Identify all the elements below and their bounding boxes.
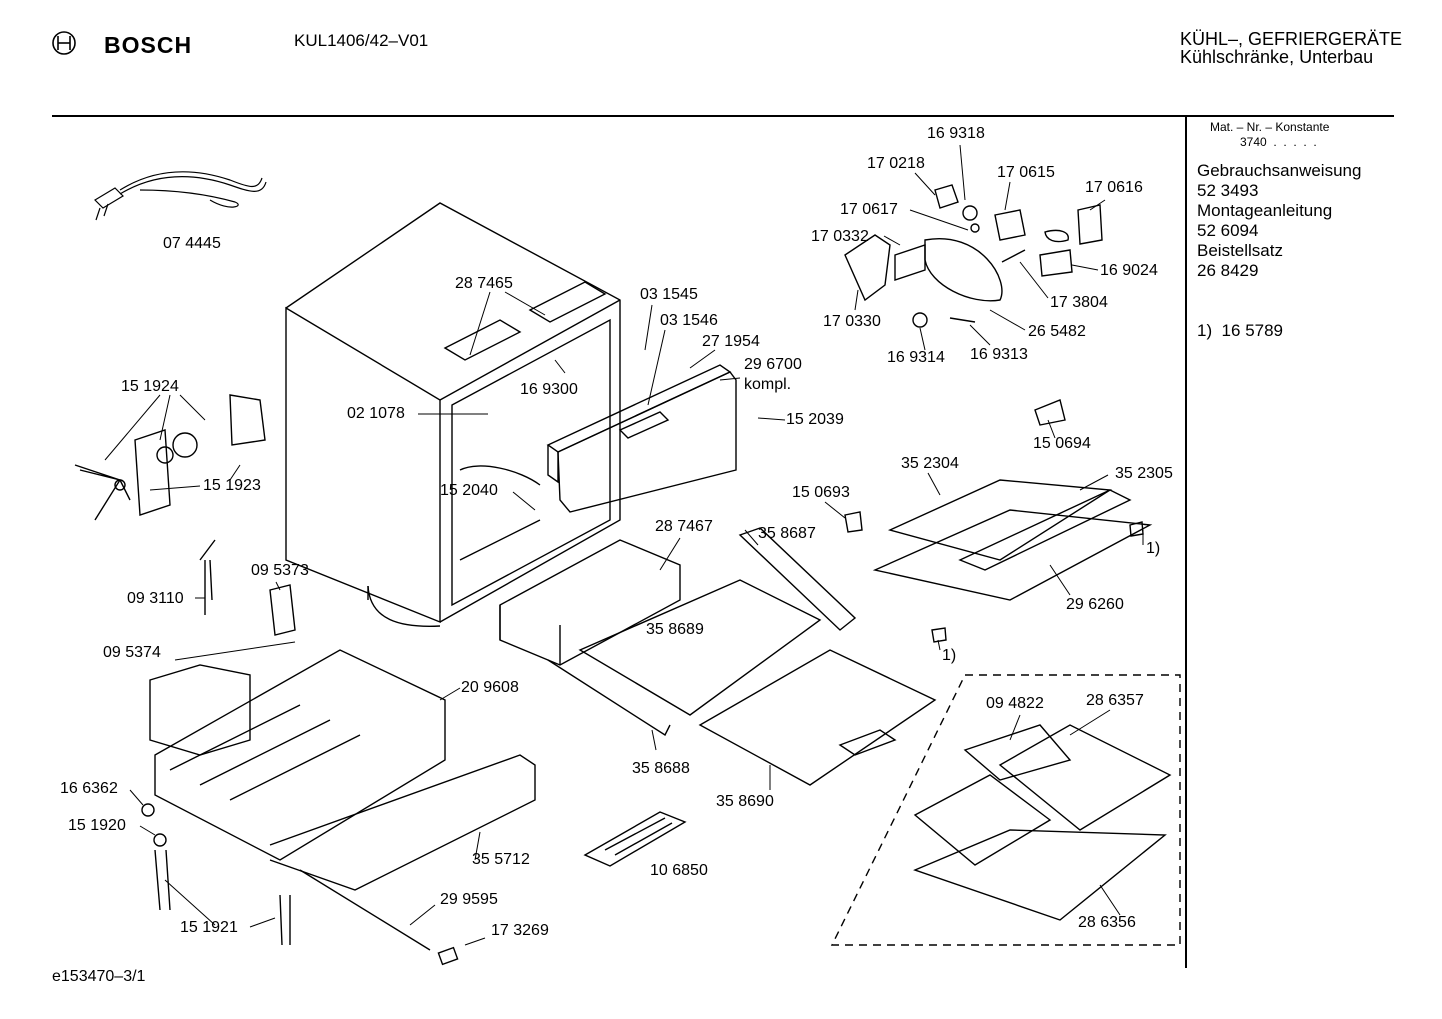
thermostat-light-assembly bbox=[844, 184, 1103, 328]
part-label: 09 5374 bbox=[103, 644, 161, 661]
part-label: 17 0218 bbox=[867, 155, 925, 172]
part-label: 15 2040 bbox=[440, 482, 498, 499]
leader-lines bbox=[104, 144, 1144, 946]
freezer-door bbox=[546, 364, 737, 513]
part-label: 15 0694 bbox=[1033, 435, 1091, 452]
part-label: 29 6260 bbox=[1066, 596, 1124, 613]
part-label: 17 0615 bbox=[997, 164, 1055, 181]
category-title: KÜHL–, GEFRIERGERÄTE bbox=[1180, 29, 1403, 49]
part-label: 28 7467 bbox=[655, 518, 713, 535]
part-label: 17 0617 bbox=[840, 201, 898, 218]
doc-number: 26 8429 bbox=[1197, 261, 1259, 280]
part-label: 35 8690 bbox=[716, 793, 774, 810]
part-label: 15 2039 bbox=[786, 411, 844, 428]
part-label: 35 8687 bbox=[758, 525, 816, 542]
drawing-reference: e153470–3/1 bbox=[52, 968, 146, 985]
part-label: 09 5373 bbox=[251, 562, 309, 579]
doc-number: 52 3493 bbox=[1197, 181, 1259, 200]
part-label: kompl. bbox=[744, 376, 792, 393]
part-label: 16 9318 bbox=[927, 125, 985, 142]
part-label: 28 7465 bbox=[455, 275, 513, 292]
glass-shelves bbox=[547, 527, 937, 786]
doc-title: Beistellsatz bbox=[1197, 241, 1283, 260]
category-subtitle: Kühlschränke, Unterbau bbox=[1180, 47, 1374, 67]
part-label: 1) bbox=[942, 647, 957, 664]
bosch-logo-icon bbox=[52, 31, 76, 55]
part-label: 16 9300 bbox=[520, 381, 578, 398]
part-label: 15 1921 bbox=[180, 919, 238, 936]
part-label: 35 2304 bbox=[901, 455, 959, 472]
part-label: 29 9595 bbox=[440, 891, 498, 908]
part-label: 15 1923 bbox=[203, 477, 261, 494]
part-label: 16 9313 bbox=[970, 346, 1028, 363]
part-label: 09 4822 bbox=[986, 695, 1044, 712]
power-cord bbox=[94, 171, 267, 221]
part-label: 16 9314 bbox=[887, 349, 945, 366]
part-label: 35 8689 bbox=[646, 621, 704, 638]
part-label: 07 4445 bbox=[163, 235, 221, 252]
part-label: 03 1546 bbox=[660, 312, 718, 329]
part-label: 1) bbox=[1146, 540, 1161, 557]
part-label: 35 5712 bbox=[472, 851, 530, 868]
fan-assembly bbox=[74, 394, 266, 521]
part-label: 15 1924 bbox=[121, 378, 179, 395]
part-label: 28 6357 bbox=[1086, 692, 1144, 709]
model-number: KUL1406/42–V01 bbox=[294, 31, 429, 50]
doc-number: 52 6094 bbox=[1197, 221, 1259, 240]
part-label: 35 2305 bbox=[1115, 465, 1173, 482]
part-label: 17 0332 bbox=[811, 228, 869, 245]
part-label: 26 5482 bbox=[1028, 323, 1086, 340]
ice-cube-tray bbox=[583, 811, 687, 867]
part-label: 35 8688 bbox=[632, 760, 690, 777]
part-label: 02 1078 bbox=[347, 405, 405, 422]
part-label: 09 3110 bbox=[127, 590, 184, 607]
doc-title: Montageanleitung bbox=[1197, 201, 1333, 220]
mat-number-value: 3740 . . . . . bbox=[1240, 135, 1317, 149]
part-label: 17 3269 bbox=[491, 922, 549, 939]
part-label: 15 1920 bbox=[68, 817, 126, 834]
door-shelves bbox=[844, 399, 1153, 643]
footnote: 1) 16 5789 bbox=[1197, 321, 1284, 340]
small-electric-parts bbox=[199, 539, 296, 636]
kit-box-outline bbox=[830, 674, 1181, 946]
kit-shelves bbox=[913, 724, 1172, 921]
part-label: 10 6850 bbox=[650, 862, 708, 879]
part-label: 16 9024 bbox=[1100, 262, 1158, 279]
crisper-drawer bbox=[499, 539, 681, 666]
part-label: 17 3804 bbox=[1050, 294, 1108, 311]
mat-number-label: Mat. – Nr. – Konstante bbox=[1210, 120, 1330, 134]
part-label: 15 0693 bbox=[792, 484, 850, 501]
brand-name: BOSCH bbox=[104, 32, 193, 58]
part-label: 17 0616 bbox=[1085, 179, 1143, 196]
machine-compartment bbox=[141, 649, 536, 966]
part-label: 20 9608 bbox=[461, 679, 519, 696]
part-label: 16 6362 bbox=[60, 780, 118, 797]
part-label: 27 1954 bbox=[702, 333, 760, 350]
part-label: 29 6700 bbox=[744, 356, 802, 373]
part-label: 17 0330 bbox=[823, 313, 881, 330]
part-label: 03 1545 bbox=[640, 286, 698, 303]
cabinet-body bbox=[285, 202, 621, 627]
part-label: 28 6356 bbox=[1078, 914, 1136, 931]
doc-title: Gebrauchsanweisung bbox=[1197, 161, 1362, 180]
